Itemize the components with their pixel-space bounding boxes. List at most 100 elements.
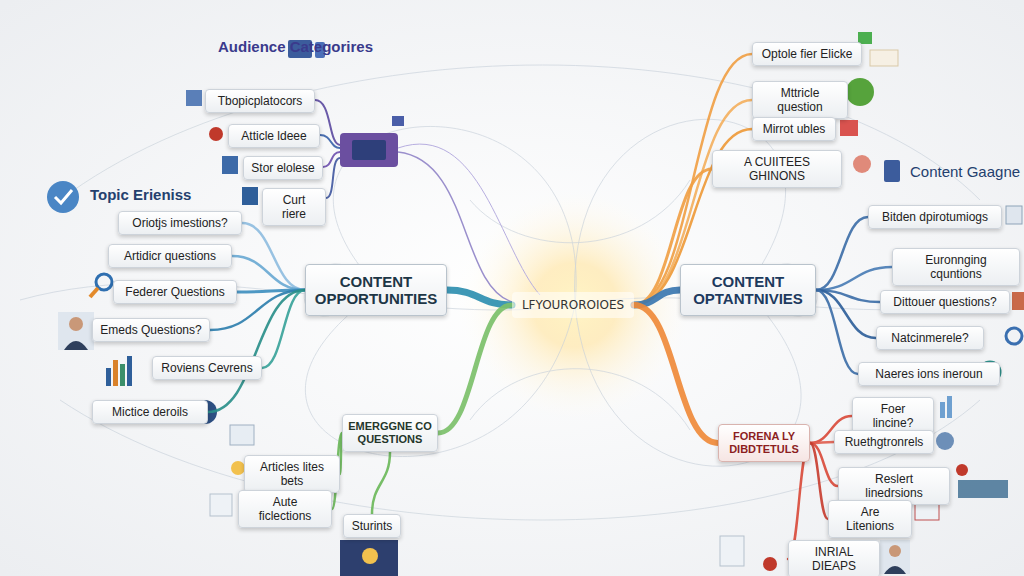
node-text: Aute ficlections <box>246 495 324 523</box>
person-head <box>889 545 901 557</box>
bar-icon <box>113 360 118 386</box>
tablet-icon <box>884 160 900 182</box>
chart-icon <box>210 494 232 516</box>
node-text: Optole fier Elicke <box>760 47 854 61</box>
icons <box>47 32 1024 576</box>
round-icon <box>763 557 777 571</box>
hub-box: CONTENT OPTANTNIVIES <box>680 264 816 316</box>
node-text: Curt riere <box>270 193 318 221</box>
topic-box: Sturints <box>343 514 401 538</box>
heading-label: Content Gaagne <box>910 163 1020 180</box>
leader-line <box>320 135 340 148</box>
branch-connector <box>810 443 828 519</box>
network-line <box>60 65 980 200</box>
round-icon <box>1006 328 1022 344</box>
person-head <box>69 317 83 331</box>
node-text: Atticle ldeee <box>236 129 312 143</box>
node-text: Oriotjs imestions? <box>126 216 234 230</box>
magnifier-icon <box>96 274 112 290</box>
topic-box: Natcinmerele? <box>876 326 984 350</box>
gear-icon <box>936 432 954 450</box>
check-mark <box>55 190 72 203</box>
tile-icon <box>222 156 238 174</box>
node-text: Articles lites bets <box>252 460 332 488</box>
hub-box: EMERGGNE CO QUESTIONS <box>342 414 438 452</box>
topic-box: Mirrot ubles <box>752 117 836 141</box>
node-text: FORENA LY DIBDTETULS <box>723 430 805 456</box>
topic-box: Tbopicplatocors <box>205 89 315 113</box>
node-text: A CUIITEES GHINONS <box>720 155 834 183</box>
node-text: CONTENT OPPORTUNITIES <box>312 273 440 307</box>
branch-connector <box>634 290 680 305</box>
topic-box: Bitden dpirotumiogs <box>868 205 1002 229</box>
node-text: LFYOUROROIOES <box>516 298 630 312</box>
node-text: Dittouer questions? <box>888 295 1002 309</box>
node-text: INRIAL DIEAPS <box>796 545 872 573</box>
bar-icon <box>120 364 125 386</box>
network-lines <box>20 65 1010 520</box>
node-text: Artidicr questions <box>116 249 224 263</box>
hand-icon <box>853 155 871 173</box>
node-text: Natcinmerele? <box>884 331 976 345</box>
topic-box: Euronnging cquntions <box>892 248 1020 286</box>
heart-icon <box>956 464 968 476</box>
network-line <box>470 369 690 430</box>
bar-icon <box>127 356 132 386</box>
branch-connector <box>634 305 718 443</box>
doc-icon <box>230 425 254 445</box>
topic-box: Ruethgtronrels <box>834 430 934 454</box>
topic-box: Optole fier Elicke <box>752 42 862 66</box>
branch-connector <box>232 256 305 290</box>
topic-box: Roviens Cevrens <box>152 356 262 380</box>
node-text: EMERGGNE CO QUESTIONS <box>347 420 433 446</box>
topic-box: Curt riere <box>262 188 326 226</box>
branch-connector <box>816 217 868 290</box>
topic-box: Articles lites bets <box>244 455 340 493</box>
node-text: Tbopicplatocors <box>213 94 307 108</box>
person-frame <box>58 312 94 350</box>
tile-icon <box>242 187 258 205</box>
branch-connector <box>372 452 390 514</box>
topic-box: Mttricle question <box>752 81 848 119</box>
node-text: Are Litenions <box>836 505 904 533</box>
hub-box: FORENA LY DIBDTETULS <box>718 424 810 462</box>
topic-box: Dittouer questions? <box>880 290 1010 314</box>
person-frame <box>880 540 910 574</box>
bulb-icon <box>231 461 245 475</box>
node-text: Sturints <box>351 519 393 533</box>
person-body <box>884 566 906 574</box>
node-text: Bitden dpirotumiogs <box>876 210 994 224</box>
audience-cluster <box>288 40 540 302</box>
picture-icon <box>340 540 398 576</box>
cluster-screen <box>352 140 386 160</box>
picture-sun <box>362 548 378 564</box>
node-text: Ruethgtronrels <box>842 435 926 449</box>
heart-icon <box>209 127 223 141</box>
bar-icon <box>106 368 111 386</box>
node-text: Mirrot ubles <box>760 122 828 136</box>
round-icon <box>846 78 874 106</box>
node-text: Foer lincine? <box>860 402 926 430</box>
leader-line <box>326 158 340 198</box>
bar-icon <box>940 402 945 418</box>
branch-connector <box>242 223 305 290</box>
bar-icon <box>870 50 898 66</box>
center-node: LFYOUROROIOES <box>512 292 634 318</box>
tile-icon <box>840 120 858 136</box>
topic-box: Federer Questions <box>113 280 237 304</box>
node-text: Euronnging cquntions <box>900 253 1012 281</box>
tile-icon <box>1006 206 1022 224</box>
node-text: Roviens Cevrens <box>160 361 254 375</box>
topic-box: INRIAL DIEAPS <box>788 540 880 576</box>
node-text: Mictice deroils <box>100 405 200 419</box>
topic-box: Aute ficlections <box>238 490 332 528</box>
node-text: CONTENT OPTANTNIVIES <box>687 273 809 307</box>
check-badge <box>47 181 79 213</box>
node-text: Reslert linedrsions <box>846 472 942 500</box>
topic-box: Are Litenions <box>828 500 912 538</box>
network-line <box>470 180 690 243</box>
branch-connector <box>816 290 858 374</box>
branch-connector <box>447 290 512 305</box>
magnifier-handle <box>90 288 98 297</box>
